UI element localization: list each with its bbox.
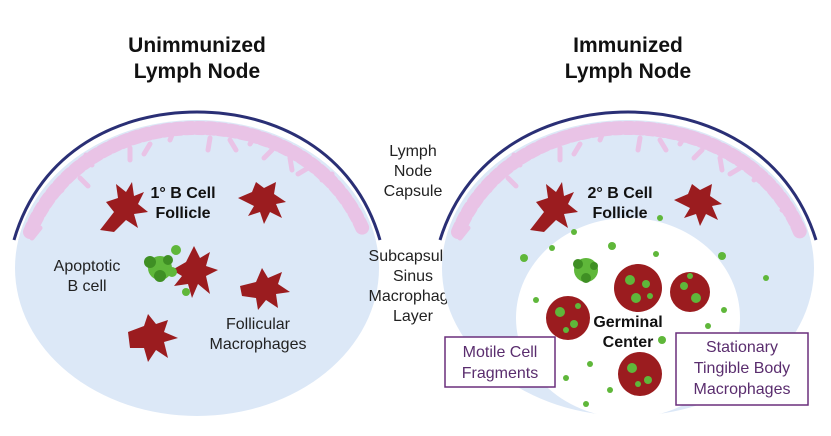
tingible-body-macrophage	[670, 272, 710, 312]
right-sinus-branches	[457, 127, 795, 241]
right-lymph-node-capsule	[438, 110, 818, 241]
germinal-label-line2: Center	[603, 334, 654, 351]
motile-label-line2: Fragments	[462, 365, 538, 382]
tingible-body-macrophages-box: Stationary Tingible Body Macrophages	[675, 332, 809, 406]
germinal-label-line1: Germinal	[593, 314, 662, 331]
germinal-apoptotic-cell	[573, 258, 598, 283]
tingible-body-macrophage	[618, 352, 662, 396]
motile-label-line1: Motile Cell	[463, 344, 538, 361]
sinus-label-line4: Layer	[393, 308, 434, 325]
title-immunized-line2: Lymph Node	[565, 60, 691, 83]
unimmunized-lymph-node: 1° B Cell Follicle Apoptotic B cell Foll…	[12, 110, 382, 416]
apoptotic-label-line2: B cell	[67, 278, 106, 295]
motile-cell-fragments-box: Motile Cell Fragments	[444, 336, 556, 388]
left-macrophage	[100, 182, 148, 232]
tingible-body-macrophage	[546, 296, 590, 340]
left-macrophage	[238, 182, 286, 224]
tingible-label-line1: Stationary	[706, 339, 778, 356]
tingible-label-line3: Macrophages	[694, 381, 791, 398]
left-sinus-branches	[29, 127, 361, 241]
tingible-body-macrophage	[614, 264, 662, 312]
capsule-label-line3: Capsule	[384, 183, 443, 200]
apoptotic-b-cell	[144, 245, 190, 296]
left-lymph-node-capsule	[12, 110, 382, 241]
title-unimmunized-line1: Unimmunized	[128, 34, 266, 57]
right-macrophage	[530, 182, 578, 232]
left-macrophage	[172, 246, 218, 298]
right-macrophage	[674, 184, 722, 226]
title-immunized-line1: Immunized	[573, 34, 683, 57]
follicular-label-line1: Follicular	[226, 316, 291, 333]
capsule-label-line1: Lymph	[389, 143, 436, 160]
tingible-label-line2: Tingible Body	[694, 360, 790, 377]
sinus-label-line3: Macrophage	[369, 288, 458, 305]
right-follicle-label-line2: Follicle	[592, 205, 647, 222]
left-macrophage	[240, 268, 290, 310]
sinus-label-line1: Subcapsular	[369, 248, 459, 265]
right-follicle-label-line1: 2° B Cell	[587, 185, 652, 202]
title-unimmunized-line2: Lymph Node	[134, 60, 260, 83]
capsule-label-line2: Node	[394, 163, 432, 180]
left-macrophage	[128, 314, 178, 362]
follicular-label-line2: Macrophages	[210, 336, 307, 353]
sinus-label-line2: Sinus	[393, 268, 433, 285]
left-follicle-label-line1: 1° B Cell	[150, 185, 215, 202]
apoptotic-label-line1: Apoptotic	[54, 258, 121, 275]
left-follicle-label-line2: Follicle	[155, 205, 210, 222]
